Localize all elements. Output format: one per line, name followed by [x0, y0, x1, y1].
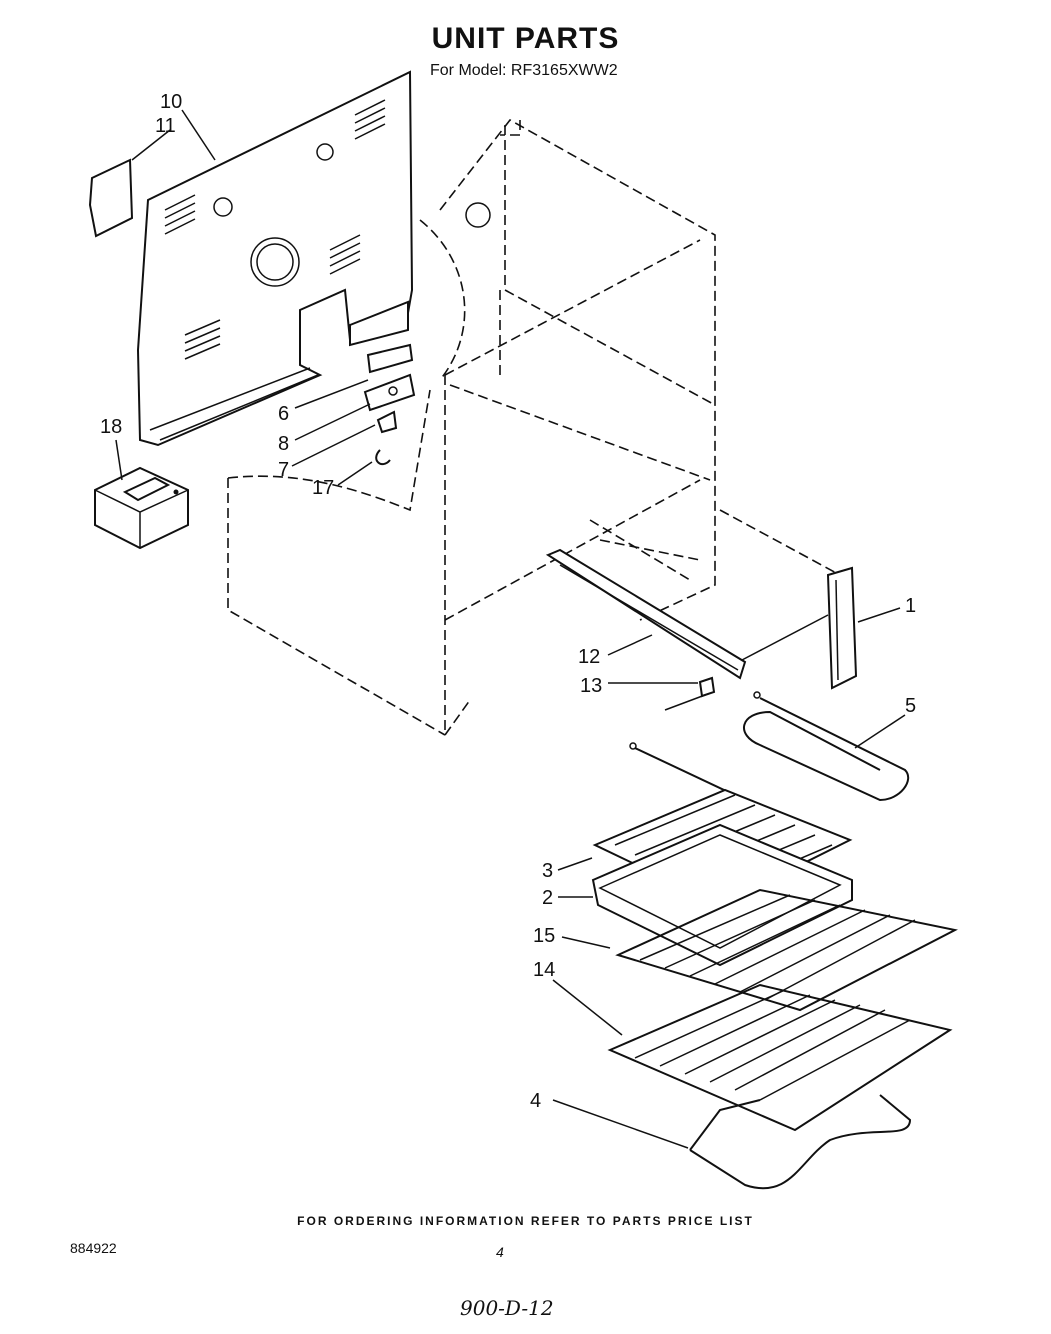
callout-14: 14: [533, 959, 555, 981]
callout-6: 6: [278, 403, 289, 425]
front-rail: [545, 548, 747, 680]
callout-1: 1: [905, 595, 916, 617]
callout-labels: 10 11 18 6 8 7 17 1 12 13 5 3 2 15 14 4: [100, 91, 916, 1112]
callout-15: 15: [533, 925, 555, 947]
bake-element: [689, 1094, 912, 1190]
access-cover: [88, 158, 134, 238]
callout-7: 7: [278, 459, 289, 481]
callout-12: 12: [578, 646, 600, 668]
callout-11: 11: [155, 115, 176, 137]
callout-8: 8: [278, 433, 289, 455]
handwritten-note: 900-D-12: [460, 1296, 554, 1320]
leader-lines: [115, 109, 906, 1149]
callout-17: 17: [312, 477, 334, 499]
callout-10: 10: [160, 91, 182, 113]
rail-bracket: [664, 676, 716, 711]
callout-5: 5: [905, 695, 916, 717]
side-trim: [741, 566, 858, 690]
ordering-note: FOR ORDERING INFORMATION REFER TO PARTS …: [297, 1214, 754, 1228]
document-number: 884922: [70, 1240, 117, 1256]
callout-3: 3: [542, 860, 553, 882]
model-subtitle: For Model: RF3165XWW2: [430, 62, 618, 79]
callout-2: 2: [542, 887, 553, 909]
terminal-block: [366, 343, 414, 374]
back-panel: [136, 70, 414, 447]
callout-13: 13: [580, 675, 602, 697]
wire-hook: [375, 449, 391, 466]
electrical-box: [94, 466, 189, 550]
range-cabinet-outline: [227, 118, 841, 738]
page-number: 4: [496, 1244, 504, 1260]
clip: [376, 410, 398, 434]
lower-oven-rack: [607, 983, 953, 1132]
callout-4: 4: [530, 1090, 541, 1112]
upper-oven-rack: [615, 888, 958, 1012]
bracket: [363, 373, 416, 412]
page-title: UNIT PARTS: [431, 22, 620, 55]
callout-18: 18: [100, 416, 122, 438]
